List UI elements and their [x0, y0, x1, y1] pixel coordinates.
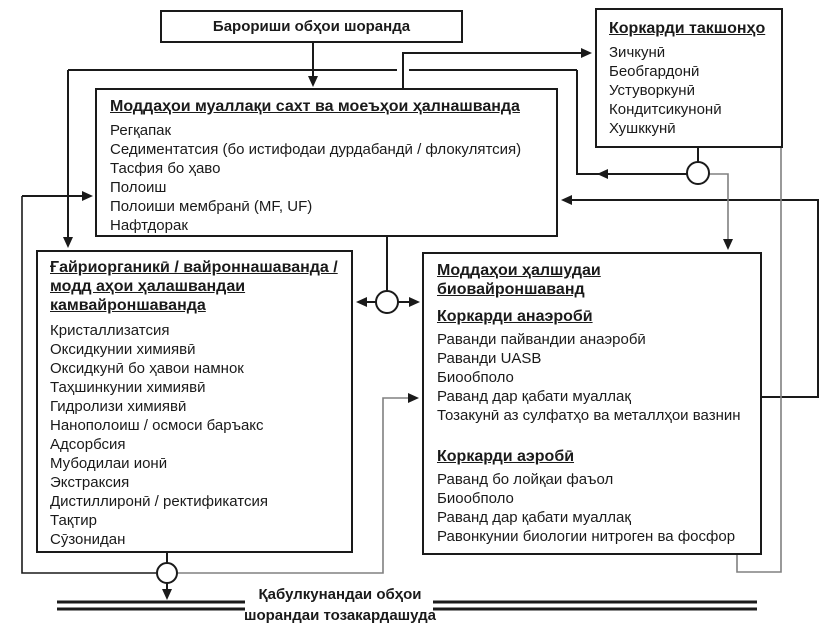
list-item: Нафтдорак — [110, 217, 188, 234]
biodegradable-box: Моддаҳои ҳалшудаи биовайроншаванд Коркар… — [422, 252, 762, 555]
influent-box: Барориши обҳои шоранда — [160, 10, 463, 43]
list-item: Биообполо — [437, 490, 514, 507]
sludge-treatment-box: Коркарди такшонҳо Зичкунӣ Беобгардонӣ Ус… — [595, 8, 783, 148]
list-item: Экстраксия — [50, 474, 130, 491]
list-item: Полоиши мембранӣ (MF, UF) — [110, 198, 313, 215]
list-item: Равонкунии биологии нитроген ва фосфор — [437, 528, 736, 545]
list-item: Гидролизи химиявӣ — [50, 398, 187, 415]
anaerobic-section: Коркарди анаэробӣ Раванди пайвандии анаэ… — [437, 307, 747, 425]
suspended-solids-box: Моддаҳои муаллақи сахт ва моеъҳои ҳалнаш… — [95, 88, 558, 237]
list-item: Адсорбсия — [50, 436, 126, 453]
arrowheads — [63, 48, 733, 600]
list-item: Мубодилаи ионӣ — [50, 455, 168, 472]
line-middle-to-sludge-box — [402, 52, 586, 88]
influent-label: Барориши обҳои шоранда — [212, 18, 411, 35]
list-item: Кристаллизатсия — [50, 322, 170, 339]
list-item: Раванд дар қабати муаллақ — [437, 388, 631, 405]
list-item: Таҳшинкунии химиявӣ — [50, 379, 206, 396]
aerobic-section: Коркарди аэробӣ Раванд бо лойқаи фаъол Б… — [437, 447, 747, 546]
aerobic-section-title: Коркарди аэробӣ — [437, 448, 575, 465]
junction-circle-sludge — [686, 161, 710, 185]
list-item: Регқапак — [110, 122, 172, 139]
list-item: Дистиллиронӣ / ректификатсия — [50, 493, 269, 510]
suspended-solids-title: Моддаҳои муаллақи сахт ва моеъҳои ҳалнаш… — [110, 98, 520, 115]
line-bottom-recycle-to-right-box — [178, 397, 413, 574]
list-item: Кондитсикунонӣ — [609, 101, 722, 118]
list-item: Раванд дар қабати муаллақ — [437, 509, 631, 526]
anaerobic-section-title: Коркарди анаэробӣ — [437, 308, 593, 325]
list-item: Хушккунӣ — [609, 120, 676, 137]
junction-circle-center — [375, 290, 399, 314]
list-item: Тақтир — [50, 512, 97, 529]
inorganic-box-title: Ғайриорганикӣ / вайроннашаванда / модд а… — [50, 259, 338, 314]
list-item: Оксидкунии химиявӣ — [50, 341, 196, 358]
list-item: Раванди пайвандии анаэробӣ — [437, 331, 646, 348]
list-item: Зичкунӣ — [609, 44, 666, 61]
list-item: Раванд бо лойқаи фаъол — [437, 471, 614, 488]
list-item: Нанополоиш / осмоси баръакс — [50, 417, 264, 434]
list-item: Полоиш — [110, 179, 167, 196]
receiving-water-lines — [57, 600, 757, 611]
line-junction-return — [576, 70, 687, 175]
list-item: Биообполо — [437, 369, 514, 386]
line-left-recycle-loop — [21, 196, 156, 574]
list-item: Раванди UASB — [437, 350, 542, 367]
list-item: Тозакунӣ аз сулфатҳо ва металлҳои вазнин — [437, 407, 741, 424]
line-rightbox-to-sludge-box — [736, 148, 782, 573]
list-item: Оксидкунӣ бо ҳавои намнок — [50, 360, 244, 377]
list-item: Тасфия бо ҳаво — [110, 160, 221, 177]
receiving-water-label: Қабулкунандаи обҳои шорандаи тозакардашу… — [243, 586, 437, 624]
list-item: Сӯзонидан — [50, 531, 126, 548]
biodegradable-box-title: Моддаҳои ҳалшудаи биовайроншаванд — [437, 262, 601, 298]
list-item: Седиментатсия (бо истифодаи дурдабандӣ /… — [110, 141, 522, 158]
sludge-box-title: Коркарди такшонҳо — [609, 20, 766, 37]
junction-circle-bottom — [156, 562, 178, 584]
list-item: Беобгардонӣ — [609, 63, 700, 80]
line-biological-recycle — [569, 199, 819, 398]
inorganic-box: Ғайриорганикӣ / вайроннашаванда / модд а… — [36, 250, 353, 553]
line-junction-to-right-box-top — [709, 173, 729, 242]
list-item: Устуворкунӣ — [609, 82, 695, 99]
